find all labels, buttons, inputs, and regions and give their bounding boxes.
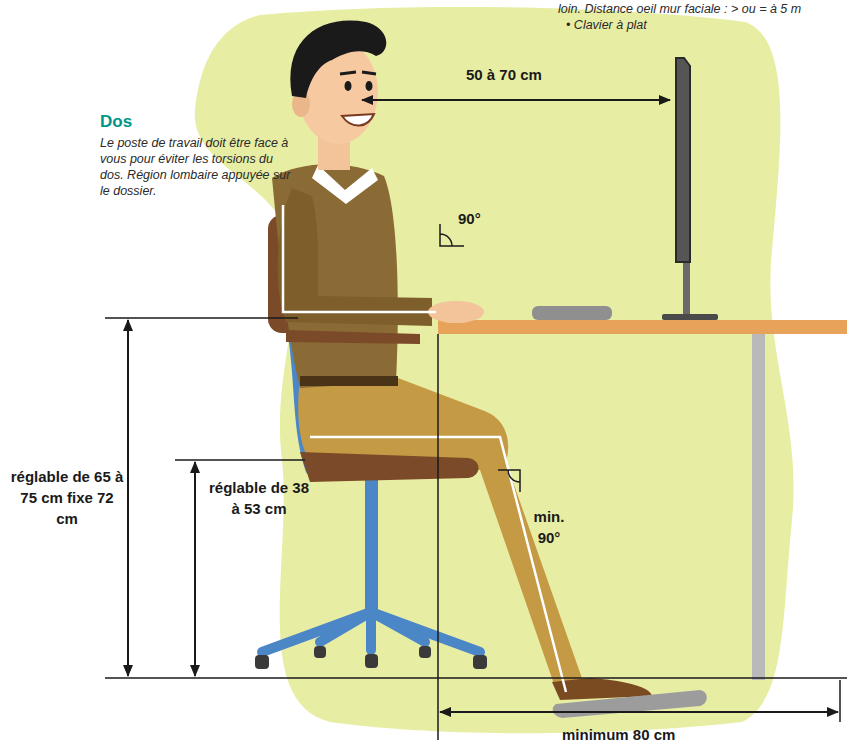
monitor-screen — [676, 58, 690, 262]
dimension-arrow — [127, 320, 129, 676]
belt — [300, 376, 398, 386]
hair — [290, 21, 386, 98]
chair-base — [262, 612, 480, 652]
extension-line — [105, 317, 298, 319]
dimension-label: 50 à 70 cm — [466, 64, 542, 85]
angle-symbol — [498, 470, 520, 492]
angle-label: 90° — [458, 208, 481, 229]
note-text: • Clavier à plat — [566, 17, 647, 33]
hand — [428, 301, 484, 323]
armrest — [286, 330, 420, 344]
note-text: loin. Distance oeil mur faciale : > ou =… — [558, 1, 844, 17]
face-features — [340, 72, 376, 126]
extension-line — [839, 680, 841, 722]
section-heading: Dos — [100, 112, 132, 132]
monitor-base — [662, 314, 718, 320]
dimension-arrow — [440, 711, 838, 713]
note-text: Le poste de travail doit être face à vou… — [100, 135, 292, 199]
angle-symbol — [440, 224, 464, 246]
dimension-arrow — [194, 462, 196, 676]
dimension-arrow — [362, 99, 670, 101]
extension-line — [175, 459, 305, 461]
floor-line — [105, 677, 847, 679]
trousers — [298, 378, 584, 690]
keyboard — [532, 306, 612, 320]
dimension-label: réglable de 65 à 75 cm fixe 72 cm — [8, 466, 126, 529]
shirt-collar — [312, 165, 378, 204]
angle-label: min. 90° — [522, 506, 576, 548]
chair-wheels — [255, 646, 487, 669]
dimension-label: réglable de 38 à 53 cm — [204, 477, 314, 519]
chair-seat — [300, 452, 479, 482]
dimension-label: minimum 80 cm — [562, 724, 675, 745]
arm — [278, 188, 432, 326]
posture-line-arm — [283, 205, 436, 312]
desk-leg — [752, 334, 765, 680]
footrest — [553, 690, 707, 718]
background-blob — [195, 7, 794, 733]
desk-top — [438, 320, 847, 334]
extension-line — [437, 334, 439, 740]
chair-column — [365, 476, 378, 614]
